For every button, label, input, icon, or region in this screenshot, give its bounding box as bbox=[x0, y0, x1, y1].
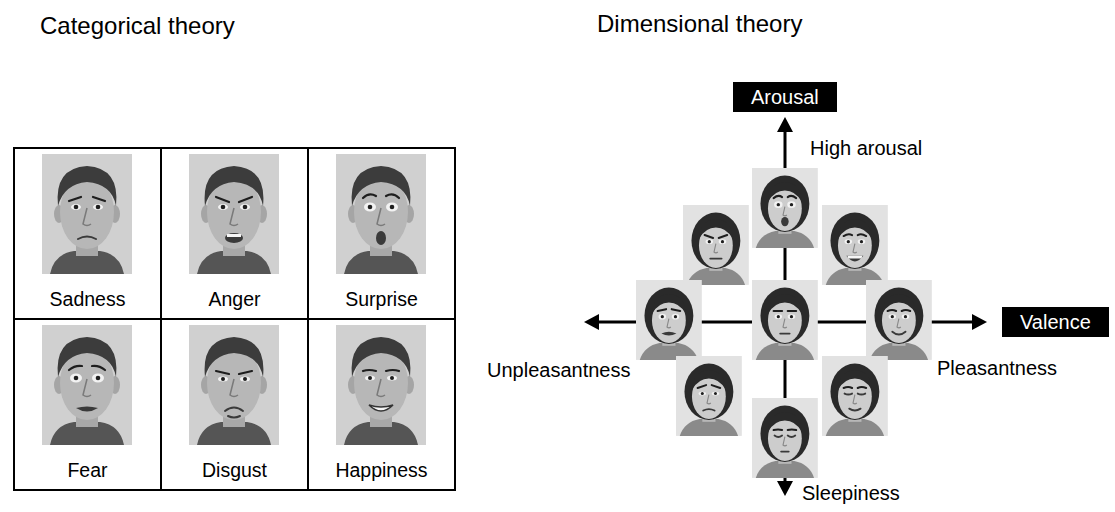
face-fear bbox=[42, 325, 132, 445]
face-alarmed bbox=[683, 205, 749, 285]
face-unpleasant bbox=[636, 280, 702, 360]
emotion-label: Disgust bbox=[199, 459, 270, 481]
cell-label-row: Fear bbox=[15, 457, 160, 483]
emotion-cell: Fear bbox=[14, 319, 161, 490]
axis-name: Valence bbox=[1020, 310, 1091, 334]
emotion-label: Happiness bbox=[332, 459, 430, 481]
face-excited bbox=[822, 205, 888, 285]
face-high-arousal bbox=[752, 168, 818, 248]
emotion-label: Anger bbox=[205, 288, 263, 310]
emotion-cell: Sadness bbox=[14, 148, 161, 319]
panel-title: Dimensional theory bbox=[597, 10, 802, 39]
face-surprise bbox=[336, 154, 426, 274]
emotion-cell: Anger bbox=[161, 148, 308, 319]
axis-label: Sleepiness bbox=[802, 481, 900, 505]
face-anger bbox=[189, 154, 279, 274]
face-content bbox=[822, 356, 888, 436]
emotion-label: Fear bbox=[64, 459, 110, 481]
cell-label-row: Surprise bbox=[309, 286, 454, 312]
face-neutral bbox=[752, 280, 818, 360]
axis-label: Unpleasantness bbox=[487, 358, 630, 382]
cell-label-row: Sadness bbox=[15, 286, 160, 312]
cell-label-row: Disgust bbox=[162, 457, 307, 483]
axis-label: High arousal bbox=[810, 136, 922, 160]
axis-tag: Arousal bbox=[733, 82, 837, 112]
face-happiness bbox=[336, 325, 426, 445]
face-pleasant bbox=[866, 280, 932, 360]
emotion-label: Sadness bbox=[47, 288, 129, 310]
cell-label-row: Happiness bbox=[309, 457, 454, 483]
emotion-cell: Disgust bbox=[161, 319, 308, 490]
axis-name: Arousal bbox=[751, 85, 819, 109]
face-sleepy bbox=[752, 398, 818, 478]
face-sadness bbox=[42, 154, 132, 274]
axis-label: Pleasantness bbox=[937, 356, 1057, 380]
face-sad bbox=[676, 356, 742, 436]
axis-tag: Valence bbox=[1002, 307, 1109, 337]
emotion-label: Surprise bbox=[342, 288, 421, 310]
emotion-cell: Happiness bbox=[308, 319, 455, 490]
cell-label-row: Anger bbox=[162, 286, 307, 312]
panel-title: Categorical theory bbox=[40, 12, 235, 41]
face-disgust bbox=[189, 325, 279, 445]
emotion-cell: Surprise bbox=[308, 148, 455, 319]
